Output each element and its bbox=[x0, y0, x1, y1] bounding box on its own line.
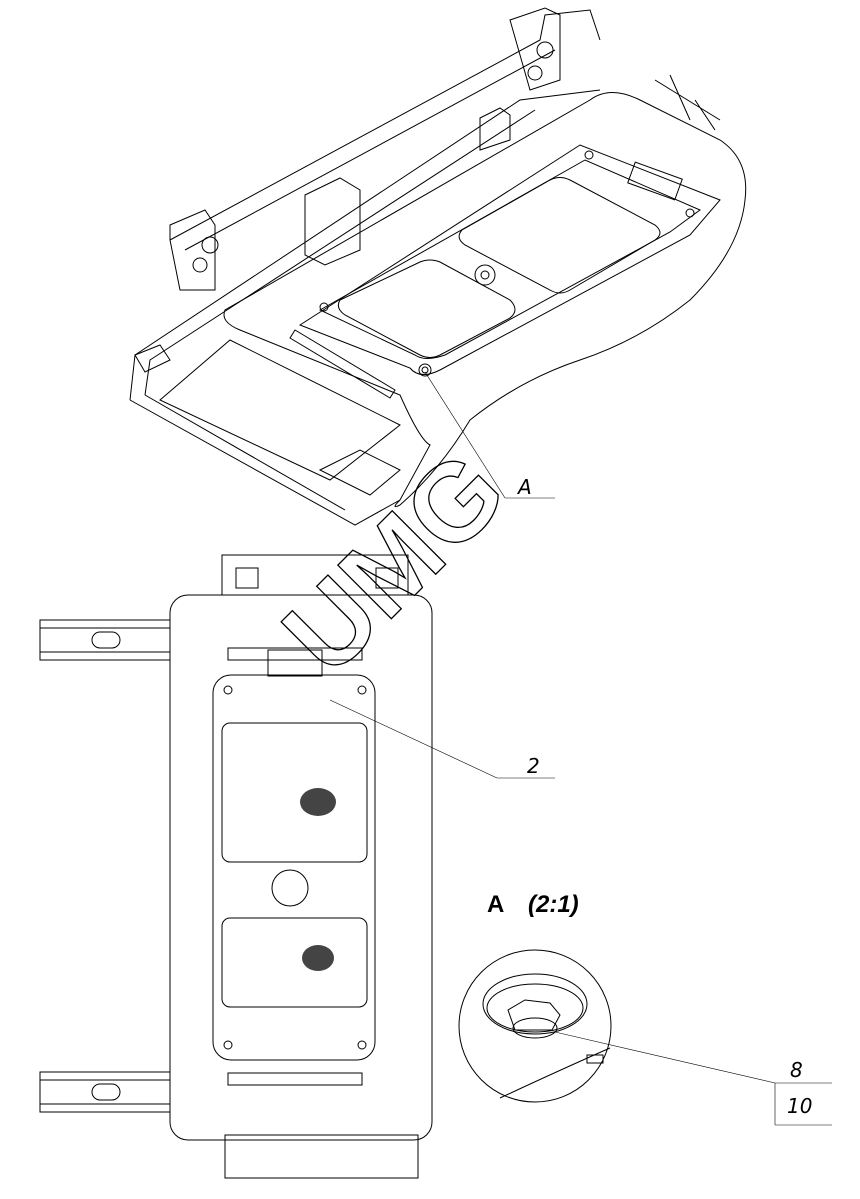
callout-a-label: A bbox=[516, 475, 532, 499]
callout-2-label: 2 bbox=[527, 754, 540, 778]
watermark: UMG bbox=[260, 429, 528, 697]
detail-view: A (2:1) bbox=[458, 891, 612, 1103]
detail-scale: (2:1) bbox=[528, 891, 579, 918]
isometric-view bbox=[129, 7, 747, 526]
callout-2: 2 bbox=[329, 699, 555, 779]
callout-8-10: 8 10 bbox=[554, 1031, 832, 1126]
detail-title: A bbox=[487, 891, 504, 918]
callout-top-label: 8 bbox=[790, 1058, 803, 1082]
callout-a: A bbox=[424, 371, 555, 499]
plan-view bbox=[39, 554, 433, 1179]
callout-bottom-label: 10 bbox=[787, 1094, 812, 1118]
